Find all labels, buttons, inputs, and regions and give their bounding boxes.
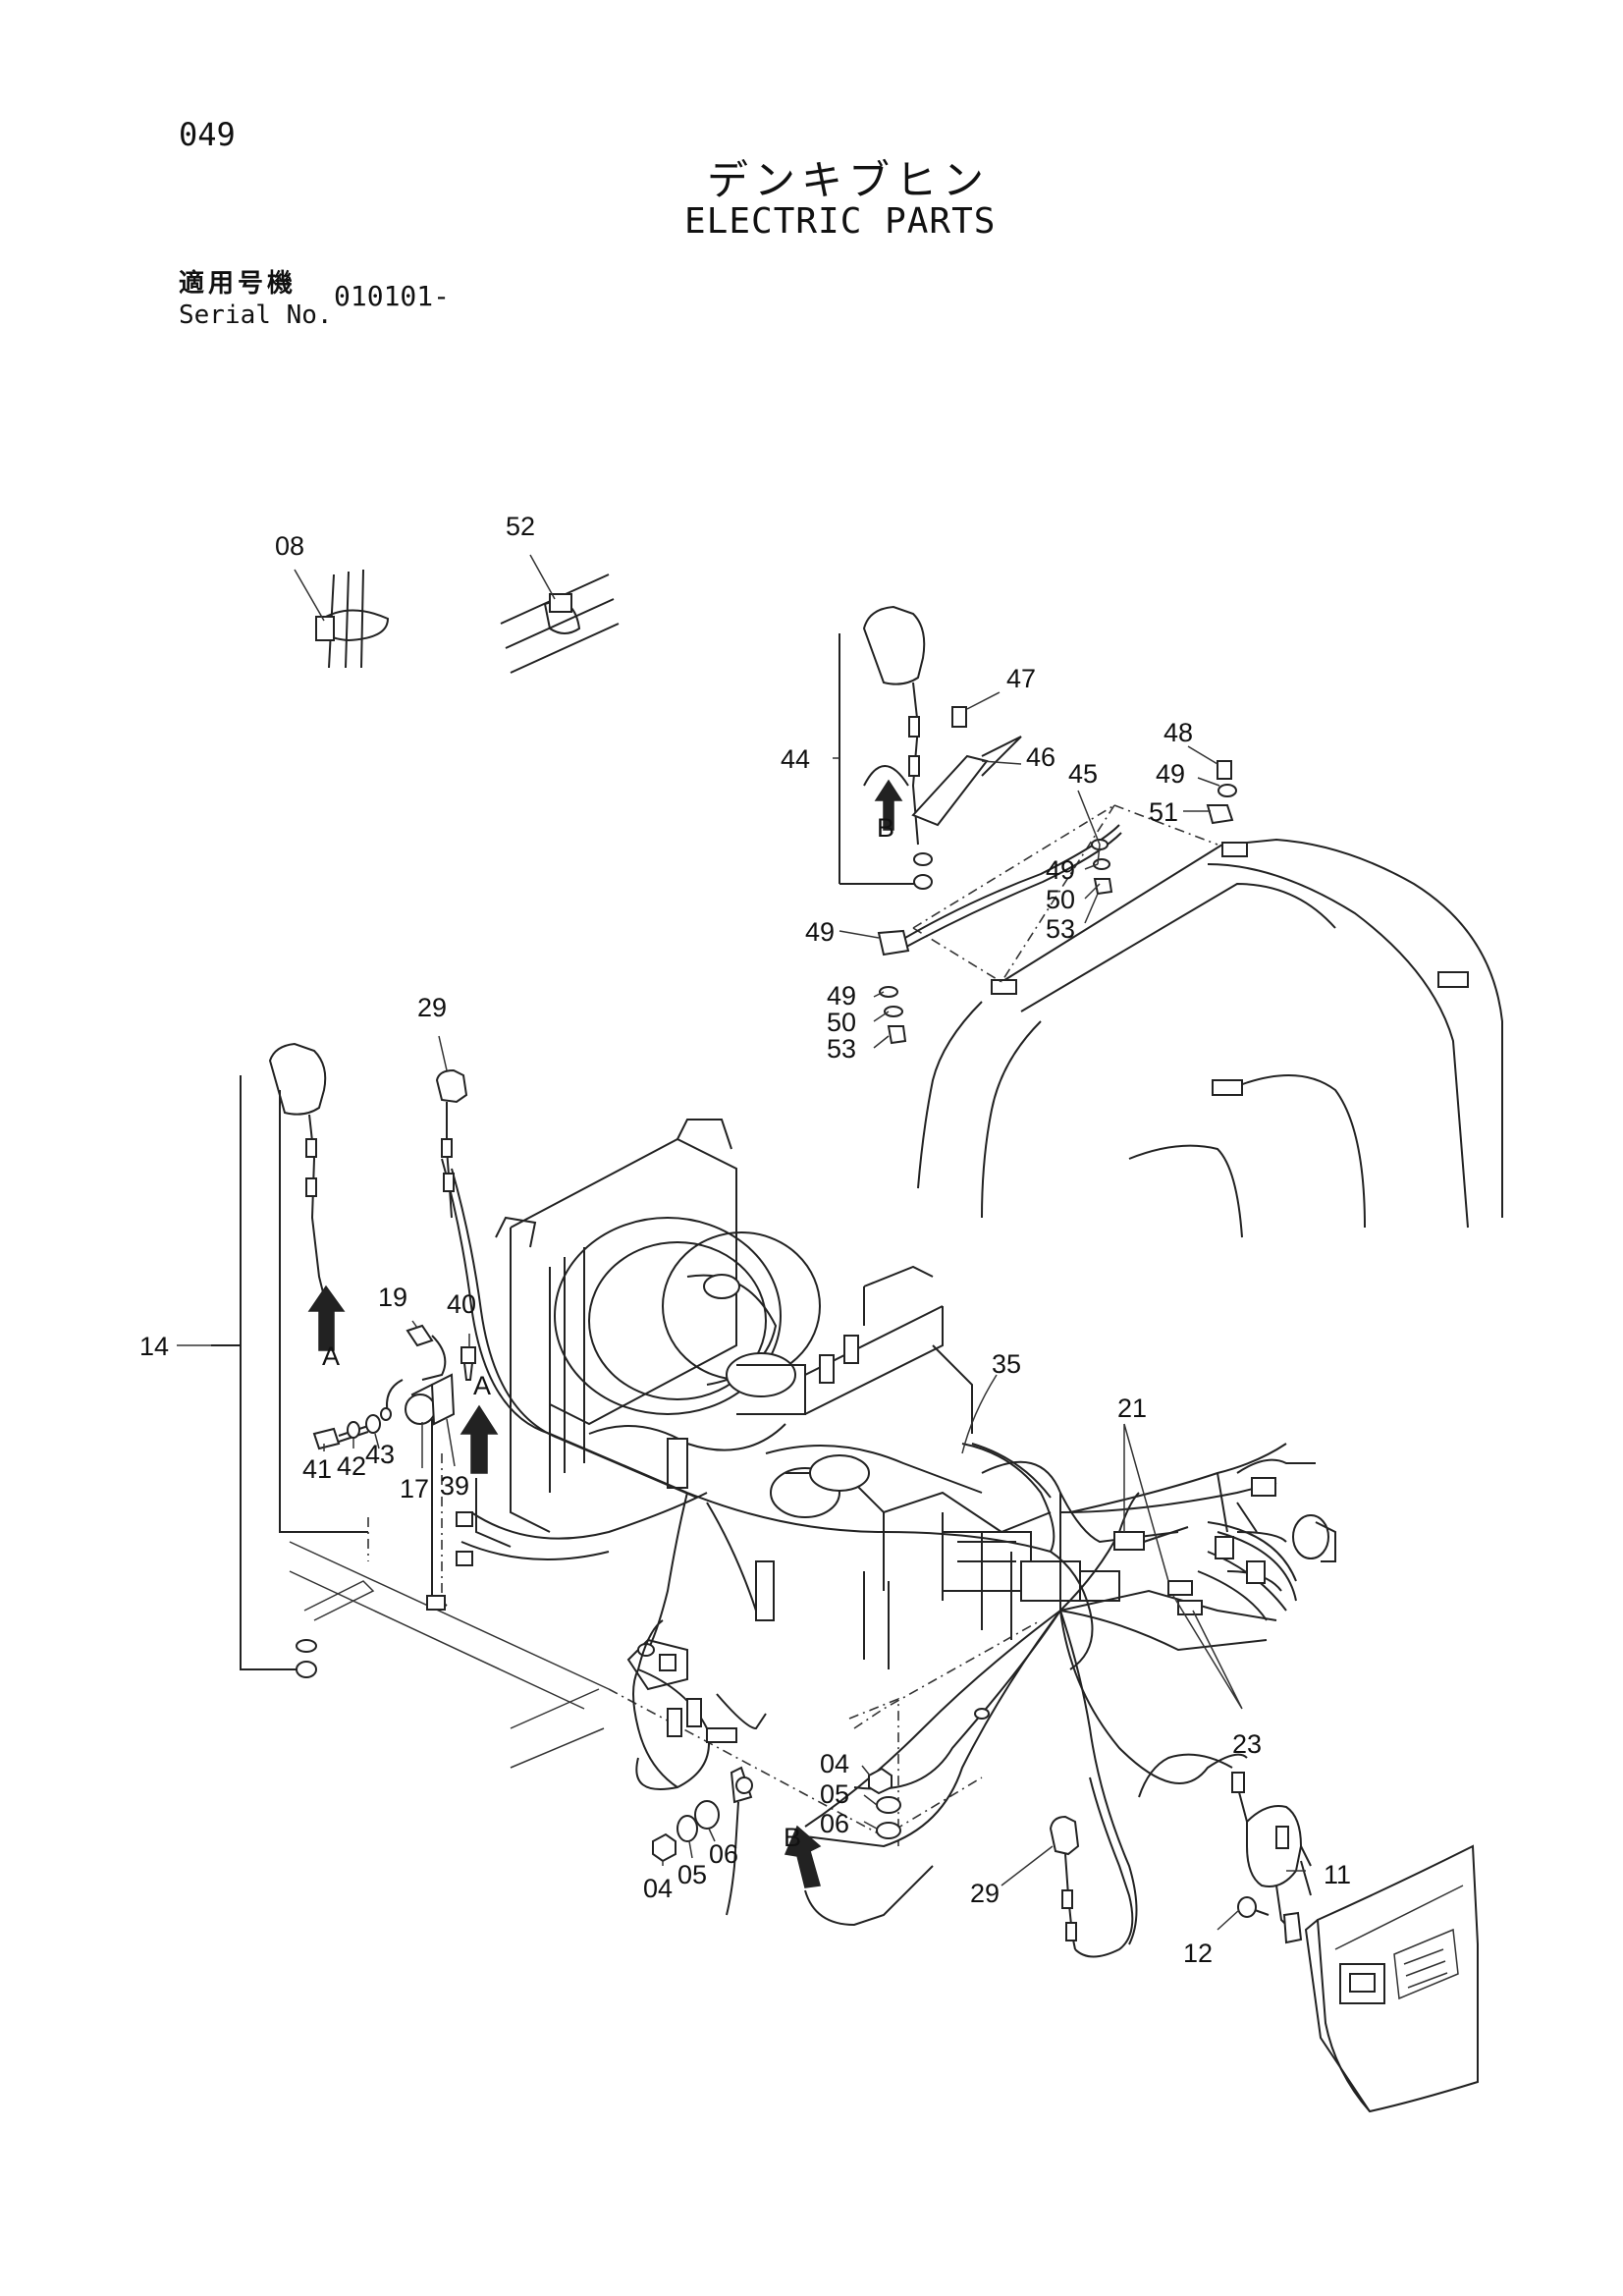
- callout-46: 46: [1026, 742, 1055, 772]
- callout-23: 23: [1232, 1729, 1262, 1759]
- work-lamp-29-upper: [435, 1068, 468, 1219]
- callout-49-d: 49: [827, 981, 856, 1011]
- callout-08: 08: [275, 531, 304, 561]
- terminal-stack-04-06: [652, 1766, 934, 1927]
- callout-04-left: 04: [643, 1874, 673, 1903]
- serial-number-value: 010101-: [334, 280, 451, 312]
- serial-label-japanese: 適用号機: [179, 269, 298, 299]
- view-marker-b-top: B: [877, 813, 894, 843]
- callout-12: 12: [1183, 1939, 1213, 1968]
- callout-19: 19: [378, 1283, 407, 1312]
- title-japanese: デンキブヒン: [707, 156, 991, 204]
- callout-05-left: 05: [677, 1860, 707, 1889]
- clamp-detail-08: [315, 569, 390, 669]
- callout-49-c: 49: [805, 917, 835, 947]
- callout-04-right: 04: [820, 1749, 849, 1778]
- relay-11-panel: [1138, 1753, 1479, 2113]
- callout-21: 21: [1117, 1394, 1147, 1423]
- callout-53-b: 53: [827, 1034, 856, 1064]
- callout-49-b: 49: [1046, 855, 1075, 885]
- callout-11: 11: [1324, 1860, 1351, 1889]
- page-number: 049: [179, 116, 236, 153]
- callout-14: 14: [139, 1332, 169, 1361]
- callout-40: 40: [447, 1289, 476, 1319]
- bolt-stack-41-43: [312, 1414, 381, 1450]
- callout-29-upper: 29: [417, 993, 447, 1022]
- main-harness-35: [441, 1158, 1336, 1945]
- work-lamp-44: [839, 605, 1022, 890]
- clamp-detail-52: [500, 574, 620, 674]
- callout-51: 51: [1149, 797, 1178, 827]
- view-marker-a-right: A: [473, 1371, 491, 1400]
- callout-52: 52: [506, 512, 535, 541]
- serial-label-english: Serial No.: [179, 301, 333, 330]
- callout-47: 47: [1006, 664, 1036, 693]
- callout-42: 42: [337, 1451, 366, 1481]
- callout-41: 41: [302, 1454, 332, 1484]
- work-lamp-29-lower: [1049, 1777, 1134, 1958]
- callout-39: 39: [440, 1471, 469, 1501]
- callout-17: 17: [400, 1474, 429, 1503]
- buzzer-group-17: [380, 1324, 512, 1611]
- callout-05-right: 05: [820, 1779, 849, 1809]
- callout-35: 35: [992, 1349, 1021, 1379]
- callout-06-left: 06: [709, 1839, 738, 1869]
- view-marker-b-bottom: B: [784, 1823, 801, 1852]
- callout-50-b: 50: [827, 1008, 856, 1037]
- view-markers: A A B B: [322, 813, 894, 1852]
- leader-lines: [177, 554, 1306, 1931]
- callout-29-lower: 29: [970, 1879, 1000, 1908]
- callout-45: 45: [1068, 759, 1098, 789]
- callout-43: 43: [365, 1440, 395, 1469]
- callout-44: 44: [781, 744, 810, 774]
- callout-48: 48: [1163, 718, 1193, 747]
- callout-50-a: 50: [1046, 885, 1075, 914]
- callout-06-right: 06: [820, 1809, 849, 1838]
- cab-roof-outline: [912, 804, 1503, 1238]
- radiator-engine: [495, 1119, 1120, 1669]
- title-english: ELECTRIC PARTS: [684, 201, 997, 242]
- callout-labels: 08 52 47 44 46 45 48 49 51 49 50 53 49 4…: [139, 512, 1351, 1968]
- view-marker-a-left: A: [322, 1341, 340, 1371]
- callout-53-a: 53: [1046, 914, 1075, 944]
- callout-49-a: 49: [1156, 759, 1185, 789]
- work-lamp-14: [211, 1042, 368, 1678]
